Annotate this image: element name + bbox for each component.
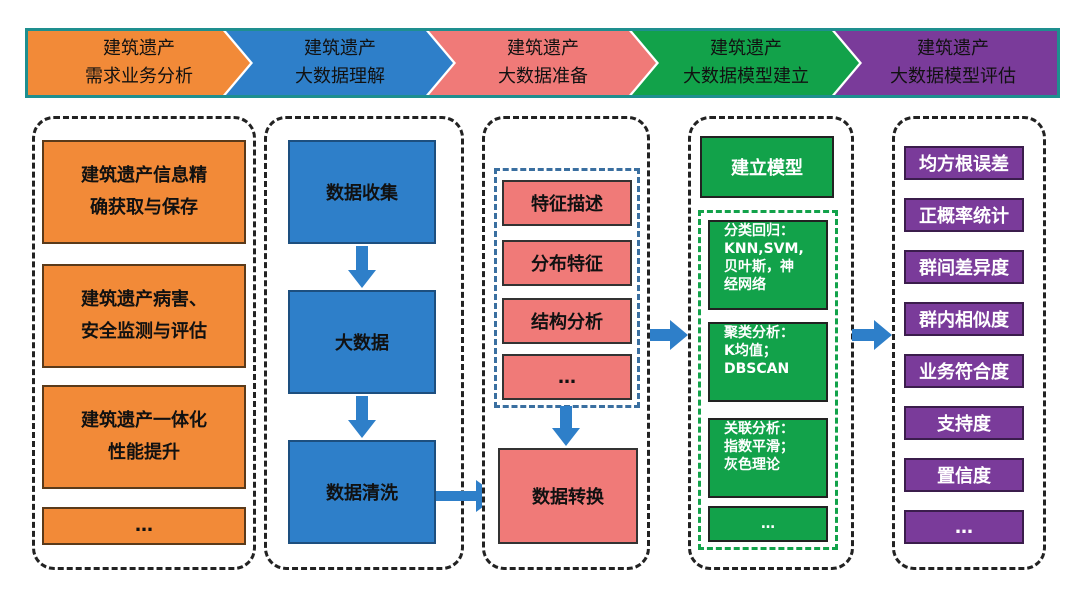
build-model-box: 建立模型: [700, 136, 834, 198]
right-arrow-icon: [852, 320, 892, 350]
model-item-2-line3: DBSCAN: [724, 361, 790, 377]
eval-item-2: 正概率统计: [904, 198, 1024, 232]
eval-item-1-label: 均方根误差: [919, 154, 1009, 175]
eval-item-7: 置信度: [904, 458, 1024, 492]
req-item-2-line1: 建筑遗产病害、: [81, 289, 207, 310]
down-arrow-icon: [348, 396, 376, 438]
stage-3-label: 建筑遗产 大数据准备: [443, 31, 643, 95]
req-item-3: 建筑遗产一体化 性能提升: [42, 385, 246, 489]
prep-item-more: …: [502, 354, 632, 400]
model-item-more-label: …: [761, 516, 775, 532]
down-arrow-icon: [348, 246, 376, 288]
prep-item-3-label: 结构分析: [531, 312, 603, 333]
eval-item-5: 业务符合度: [904, 354, 1024, 388]
stage-3-line1: 建筑遗产: [507, 38, 579, 59]
eval-item-1: 均方根误差: [904, 146, 1024, 180]
prep-item-1: 特征描述: [502, 180, 632, 226]
model-item-classification: 分类回归： KNN,SVM, 贝叶斯，神 经网络: [708, 220, 828, 310]
prep-item-3: 结构分析: [502, 298, 632, 344]
understand-item-3: 数据清洗: [288, 440, 436, 544]
prep-item-more-label: …: [558, 366, 576, 388]
model-item-1-line2: KNN,SVM,: [724, 241, 804, 257]
stage-4-line2: 大数据模型建立: [683, 66, 809, 87]
req-item-1: 建筑遗产信息精 确获取与保存: [42, 140, 246, 244]
model-item-3-line1: 关联分析：: [724, 421, 794, 437]
stage-3-line2: 大数据准备: [498, 66, 588, 87]
req-item-1-line2: 确获取与保存: [90, 197, 198, 218]
eval-item-6: 支持度: [904, 406, 1024, 440]
eval-item-3: 群间差异度: [904, 250, 1024, 284]
banner-chevrons: [28, 31, 1057, 95]
stage-5-label: 建筑遗产 大数据模型评估: [849, 31, 1057, 95]
req-item-3-line2: 性能提升: [108, 442, 180, 463]
model-item-3-line2: 指数平滑；: [724, 439, 794, 455]
eval-item-2-label: 正概率统计: [919, 206, 1009, 227]
process-banner: 建筑遗产 需求业务分析 建筑遗产 大数据理解 建筑遗产 大数据准备 建筑遗产 大…: [25, 28, 1060, 98]
data-transform-label: 数据转换: [532, 487, 604, 508]
understand-item-2-label: 大数据: [335, 333, 389, 354]
right-arrow-icon: [650, 320, 688, 350]
stage-2-label: 建筑遗产 大数据理解: [240, 31, 440, 95]
prep-item-1-label: 特征描述: [531, 194, 603, 215]
stage-chevron-3: [429, 31, 656, 95]
stage-5-line1: 建筑遗产: [917, 38, 989, 59]
understand-item-3-label: 数据清洗: [326, 483, 398, 504]
column-evaluation: [892, 116, 1046, 570]
model-item-1-line4: 经网络: [724, 277, 766, 293]
stage-4-line1: 建筑遗产: [710, 38, 782, 59]
build-model-label: 建立模型: [731, 158, 803, 179]
eval-item-3-label: 群间差异度: [919, 258, 1009, 279]
eval-item-5-label: 业务符合度: [919, 362, 1009, 383]
stage-1-line2: 需求业务分析: [85, 66, 193, 87]
req-item-more: …: [42, 507, 246, 545]
req-item-3-line1: 建筑遗产一体化: [81, 410, 207, 431]
stage-chevron-5: [835, 31, 1057, 95]
model-item-1-line1: 分类回归：: [724, 223, 794, 239]
stage-1-label: 建筑遗产 需求业务分析: [28, 31, 250, 95]
stage-chevron-4: [632, 31, 859, 95]
req-item-2: 建筑遗产病害、 安全监测与评估: [42, 264, 246, 368]
model-item-2-line2: K均值；: [724, 343, 777, 359]
eval-item-more: …: [904, 510, 1024, 544]
down-arrow-icon: [552, 406, 580, 446]
model-group: [698, 210, 838, 550]
prep-item-2: 分布特征: [502, 240, 632, 286]
eval-item-more-label: …: [955, 516, 973, 538]
eval-item-4-label: 群内相似度: [919, 310, 1009, 331]
stage-1-line1: 建筑遗产: [103, 38, 175, 59]
model-item-2-line1: 聚类分析：: [724, 325, 794, 341]
data-transform-box: 数据转换: [498, 448, 638, 544]
model-item-3-line3: 灰色理论: [724, 457, 780, 473]
understand-item-1-label: 数据收集: [326, 183, 398, 204]
req-item-2-line2: 安全监测与评估: [81, 321, 207, 342]
stage-2-line2: 大数据理解: [295, 66, 385, 87]
stage-4-label: 建筑遗产 大数据模型建立: [646, 31, 846, 95]
stage-5-line2: 大数据模型评估: [890, 66, 1016, 87]
req-item-1-line1: 建筑遗产信息精: [81, 165, 207, 186]
stage-chevron-1: [28, 31, 250, 95]
model-item-clustering: 聚类分析： K均值； DBSCAN: [708, 322, 828, 402]
eval-item-4: 群内相似度: [904, 302, 1024, 336]
understand-item-2: 大数据: [288, 290, 436, 394]
model-item-1-line3: 贝叶斯，神: [724, 259, 794, 275]
req-item-more-label: …: [135, 515, 153, 536]
stage-chevron-2: [226, 31, 453, 95]
understand-item-1: 数据收集: [288, 140, 436, 244]
model-item-association: 关联分析： 指数平滑； 灰色理论: [708, 418, 828, 498]
eval-item-6-label: 支持度: [937, 414, 991, 435]
model-item-more: …: [708, 506, 828, 542]
stage-2-line1: 建筑遗产: [304, 38, 376, 59]
eval-item-7-label: 置信度: [937, 466, 991, 487]
prep-item-2-label: 分布特征: [531, 254, 603, 275]
